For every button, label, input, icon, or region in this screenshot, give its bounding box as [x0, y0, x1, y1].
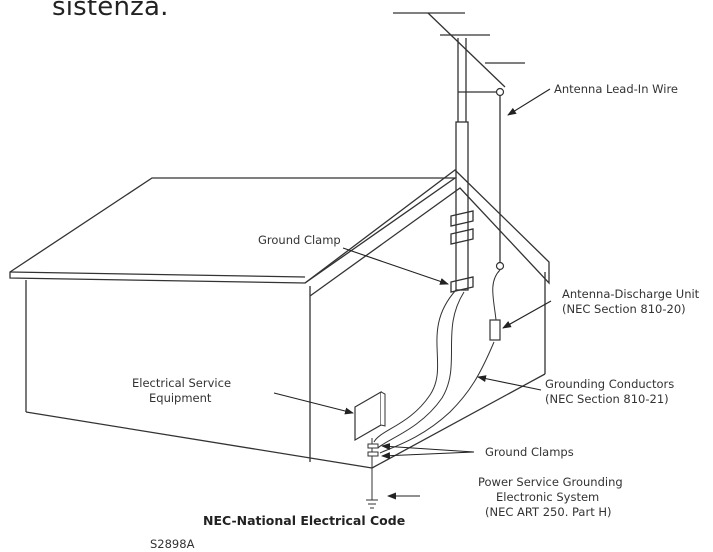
label-ground-clamps: Ground Clamps	[485, 445, 574, 459]
arrow-ground-clamps-2	[381, 451, 475, 460]
conductor-from-mast-2	[377, 291, 465, 449]
arrow-lead-in	[507, 88, 551, 116]
lead-in-wire	[489, 87, 505, 341]
label-discharge-unit-line1: Antenna-Discharge Unit	[562, 287, 700, 301]
house-base-side	[371, 373, 546, 469]
label-nec-code: NEC-National Electrical Code	[203, 513, 405, 528]
electrical-service-equipment	[354, 390, 386, 509]
mast-ground-clamp	[450, 276, 474, 293]
ground-clamp-a	[367, 443, 379, 449]
label-ground-clamp: Ground Clamp	[258, 233, 341, 247]
mast-clamp-1	[450, 210, 474, 227]
arrow-electrical-service	[273, 392, 354, 415]
header-text-fragment: sistenza.	[52, 0, 169, 22]
label-grounding-conductors-line1: Grounding Conductors	[545, 377, 674, 391]
label-electrical-service-line2: Equipment	[149, 391, 212, 405]
mast-pipe	[455, 121, 469, 291]
label-grounding-conductors-line2: (NEC Section 810-21)	[545, 392, 669, 406]
standoff-top	[495, 87, 505, 97]
gable-trim	[304, 169, 550, 297]
house-base-front	[25, 411, 373, 469]
roof-eave-line	[9, 271, 306, 278]
standoff-bottom	[495, 261, 505, 271]
discharge-unit	[489, 319, 501, 341]
label-power-service-line3: (NEC ART 250. Part H)	[485, 505, 612, 519]
arrow-discharge-unit	[502, 300, 552, 329]
label-figure-id: S2898A	[150, 537, 195, 551]
antenna	[393, 12, 525, 293]
house	[9, 169, 550, 469]
arrow-grounding-conductors	[477, 375, 542, 391]
label-power-service-line1: Power Service Grounding	[478, 475, 623, 489]
roof-left	[9, 177, 458, 284]
label-electrical-service-line1: Electrical Service	[132, 376, 231, 390]
ground-clamp-b	[367, 451, 379, 457]
lead-in-to-unit	[492, 269, 501, 321]
label-antenna-lead-in: Antenna Lead-In Wire	[554, 82, 678, 96]
arrow-ground-clamp	[342, 247, 449, 285]
conductor-from-mast	[373, 289, 457, 443]
mast-clamp-2	[450, 228, 474, 245]
label-power-service-line2: Electronic System	[496, 490, 599, 504]
arrow-ground-clamps-1	[381, 443, 475, 453]
label-discharge-unit-line2: (NEC Section 810-20)	[562, 302, 686, 316]
grounding-conductors	[373, 289, 495, 454]
callout-arrows	[273, 88, 552, 500]
